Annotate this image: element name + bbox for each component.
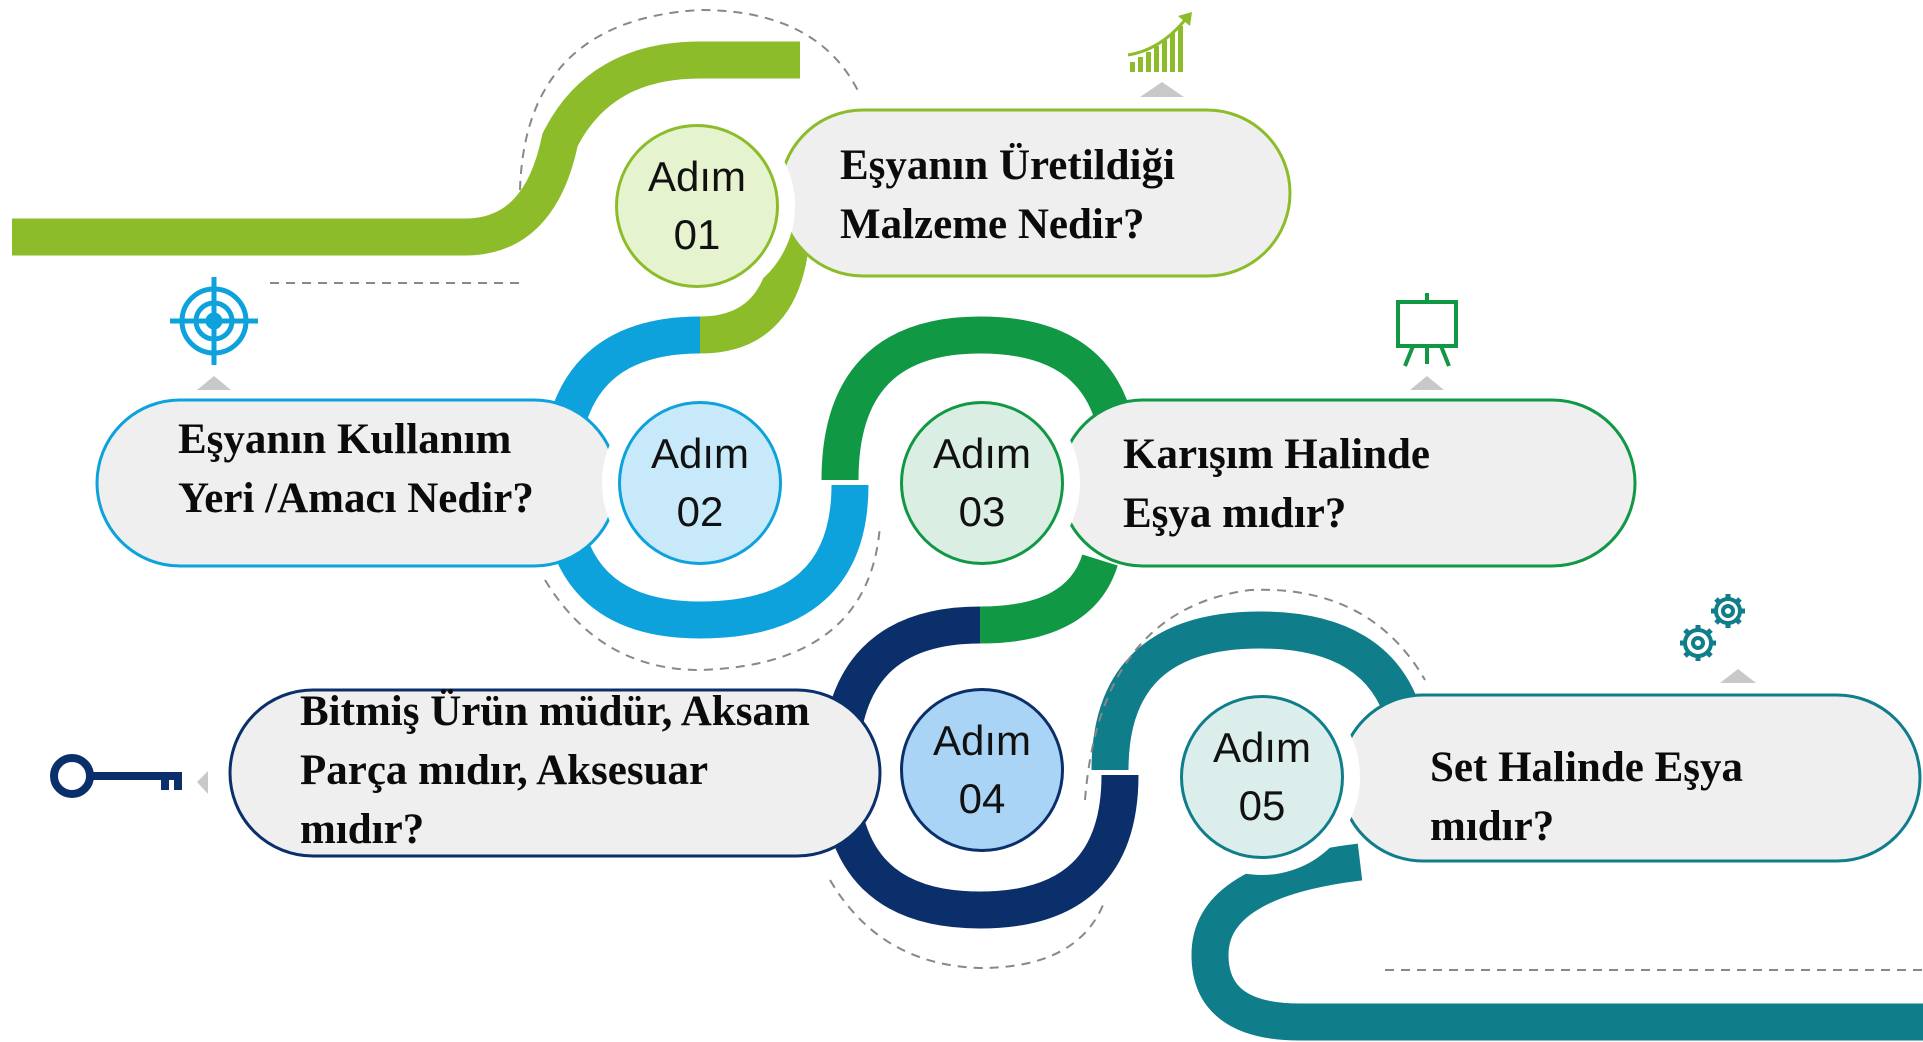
step-4-pill [228,688,882,858]
dashed-arc-top [519,8,861,191]
step-4-badge: Adım 04 [900,688,1064,852]
step-5-marker [1720,669,1756,683]
step-1-number: 01 [673,211,721,258]
step-3-prefix: Adım [932,430,1032,477]
chart-growth-icon [1127,12,1192,72]
dashed-arc-middle [544,524,881,672]
lime-connector-lower [699,214,811,354]
dashed-arc-bottom [829,879,1106,970]
step-4-title: Bitmiş Ürün müdür, Aksam Parça mıdır, Ak… [300,688,810,853]
navy-connector [821,606,1139,929]
teal-tail [1191,843,1923,1041]
step-2-number: 02 [676,488,724,535]
step-5-prefix: Adım [1212,724,1312,771]
step-3-marker [1410,376,1444,390]
step-4-prefix: Adım [932,717,1032,764]
key-icon [50,754,182,798]
step-2-title: Eşyanın Kullanım Yeri /Amacı Nedir? [178,416,534,522]
step-1-title: Eşyanın Üretildiği Malzeme Nedir? [840,142,1175,248]
step-2-badge: Adım 02 [618,401,782,565]
target-icon [170,277,258,365]
green-connector [821,316,1139,481]
green-connector-lower [979,553,1118,644]
step-5-title: Set Halinde Eşya mıdır? [1430,744,1743,850]
step-3-badge: Adım 03 [900,401,1064,565]
step-1-prefix: Adım [647,153,747,200]
step-5-badge: Adım 05 [1180,695,1344,859]
gears-icon [1680,594,1745,661]
dashed-arc-right [1084,588,1426,801]
lime-connector [12,41,800,256]
step-2-prefix: Adım [650,430,750,477]
step-2-marker [197,376,231,390]
presentation-board-icon [1396,293,1458,367]
teal-connector [1091,611,1423,771]
step-4-number: 04 [958,775,1006,822]
step-4-marker [197,771,208,794]
step-3-title: Karışım Halinde Eşya mıdır? [1123,431,1430,537]
sky-connector-lower [699,484,869,639]
step-1-marker [1140,82,1184,97]
step-5-number: 05 [1238,782,1286,829]
step-1-badge: Adım 01 [615,124,779,288]
step-3-number: 03 [958,488,1006,535]
